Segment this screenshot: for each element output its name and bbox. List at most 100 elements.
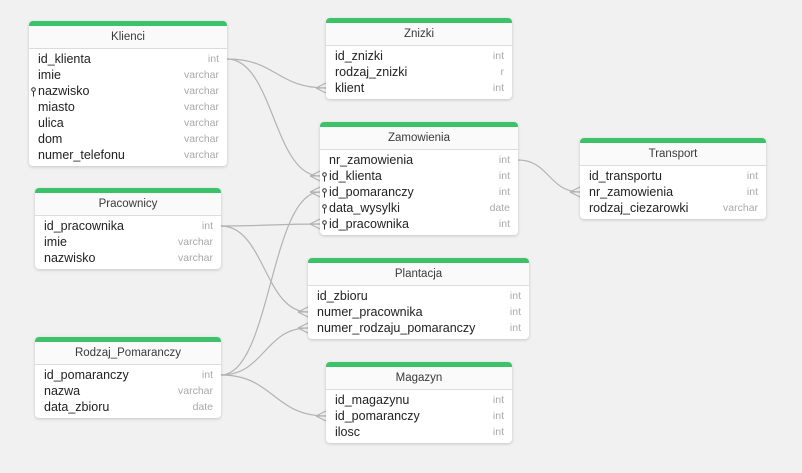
field-type: int bbox=[201, 220, 213, 232]
table-title[interactable]: Plantacja bbox=[308, 263, 529, 286]
table-title[interactable]: Klienci bbox=[29, 26, 227, 49]
table-title[interactable]: Pracownicy bbox=[35, 193, 221, 216]
relation-line[interactable] bbox=[220, 327, 309, 376]
field-type: varchar bbox=[183, 117, 219, 129]
field-name: numer_pracownika bbox=[317, 305, 423, 319]
field-type: int bbox=[492, 394, 504, 406]
relation-line[interactable] bbox=[220, 191, 321, 376]
field-type: varchar bbox=[177, 236, 213, 248]
crows-foot-mark bbox=[309, 175, 321, 182]
crows-foot-mark bbox=[309, 191, 321, 198]
field-type: int bbox=[492, 410, 504, 422]
crows-foot-mark bbox=[315, 410, 327, 417]
table-accent-bar bbox=[29, 21, 227, 26]
table-title[interactable]: Rodzaj_Pomaranczy bbox=[35, 342, 221, 365]
crows-foot-mark bbox=[297, 327, 309, 334]
field-type: int bbox=[498, 170, 510, 182]
field-type: int bbox=[498, 186, 510, 198]
key-icon bbox=[31, 87, 36, 97]
crows-foot-mark bbox=[315, 82, 327, 89]
crows-foot-mark bbox=[315, 87, 327, 94]
table-accent-bar bbox=[326, 18, 512, 23]
field-type: int bbox=[509, 290, 521, 302]
field-name: nazwa bbox=[44, 384, 81, 398]
field-type: int bbox=[207, 53, 219, 65]
key-icon bbox=[322, 172, 327, 182]
field-name: nr_zamowienia bbox=[589, 185, 674, 199]
field-row[interactable]: id_klienta int bbox=[320, 168, 518, 184]
field-type: int bbox=[498, 154, 510, 166]
table-title[interactable]: Zamowienia bbox=[320, 127, 518, 150]
table-accent-bar bbox=[35, 337, 221, 342]
field-name: numer_telefonu bbox=[38, 148, 125, 162]
field-name: id_znizki bbox=[335, 49, 383, 63]
table-accent-bar bbox=[326, 362, 512, 367]
field-type: varchar bbox=[183, 133, 219, 145]
field-name: data_zbioru bbox=[44, 400, 110, 414]
relation-line[interactable] bbox=[226, 58, 327, 89]
crows-foot-mark bbox=[309, 186, 321, 193]
table-accent-bar bbox=[580, 138, 766, 143]
key-icon bbox=[322, 188, 327, 198]
relation-line[interactable] bbox=[517, 159, 581, 193]
field-name: rodzaj_znizki bbox=[335, 65, 408, 79]
table-title[interactable]: Znizki bbox=[326, 23, 512, 46]
relation-line[interactable] bbox=[220, 374, 327, 417]
crows-foot-mark bbox=[315, 415, 327, 422]
relation-line[interactable] bbox=[220, 223, 321, 227]
table-accent-bar bbox=[35, 188, 221, 193]
field-type: date bbox=[489, 202, 510, 214]
key-icon bbox=[322, 220, 327, 230]
table-title[interactable]: Magazyn bbox=[326, 367, 512, 390]
table-title[interactable]: Transport bbox=[580, 143, 766, 166]
crows-foot-mark bbox=[309, 223, 321, 230]
relation-line[interactable] bbox=[226, 58, 321, 177]
field-name: id_klienta bbox=[329, 169, 382, 183]
relation-line[interactable] bbox=[220, 225, 309, 313]
field-name: numer_rodzaju_pomaranczy bbox=[317, 321, 476, 335]
field-type: varchar bbox=[177, 252, 213, 264]
field-type: int bbox=[492, 82, 504, 94]
